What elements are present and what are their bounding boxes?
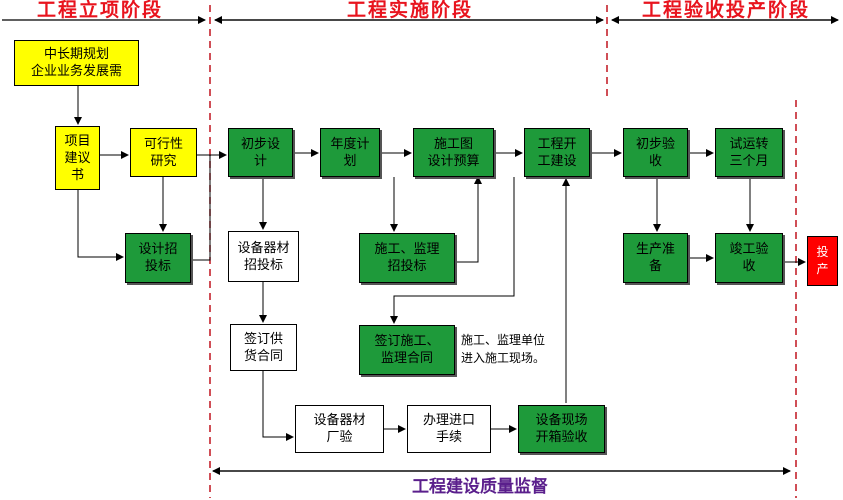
box-unpacking-inspection: 设备现场 开箱验收 (518, 405, 605, 453)
box-annual-plan: 年度计 划 (320, 128, 380, 177)
box-equipment-bidding: 设备器材 招投标 (228, 231, 299, 282)
box-put-into-production: 投 产 (807, 236, 838, 286)
phase-title-initiation: 工程立项阶段 (36, 0, 163, 21)
arrow-design-bidding-phase (191, 155, 211, 261)
arrow-start-sign-contract (390, 177, 515, 324)
box-feasibility: 可行性 研究 (130, 128, 197, 177)
phase-title-acceptance: 工程验收投产阶段 (641, 0, 810, 21)
quality-supervision-label: 工程建设质量监督 (412, 477, 548, 497)
box-preliminary-design: 初步设 计 (228, 128, 293, 177)
arrow-supply-factory (262, 371, 294, 441)
box-trial-operation: 试运转 三个月 (715, 128, 783, 177)
box-proposal: 项目 建议 书 (55, 126, 100, 190)
box-production-prep: 生产准 备 (623, 233, 688, 283)
arrow-supervision-drawing (455, 176, 482, 263)
box-planning: 中长期规划 企业业务发展需 (14, 40, 139, 86)
box-construction-drawing: 施工图 设计预算 (413, 128, 494, 177)
box-construction-supervision-bidding: 施工、监理 招投标 (359, 233, 455, 283)
box-design-bidding: 设计招 投标 (125, 233, 191, 283)
box-final-acceptance: 竣工验 收 (715, 233, 783, 283)
box-construction-start: 工程开 工建设 (524, 128, 590, 177)
box-supply-contract: 签订供 货合同 (230, 324, 297, 371)
phase-title-implementation: 工程实施阶段 (346, 0, 473, 21)
box-sign-contract: 签订施工、 监理合同 (359, 325, 455, 375)
note-site-entry: 施工、监理单位 进入施工现场。 (461, 333, 546, 365)
box-entry-procedure: 办理进口 手续 (407, 405, 491, 453)
box-factory-inspection: 设备器材 厂验 (295, 405, 384, 453)
arrow-proposal-design-bidding (77, 190, 124, 261)
box-preliminary-acceptance: 初步验 收 (623, 128, 688, 177)
